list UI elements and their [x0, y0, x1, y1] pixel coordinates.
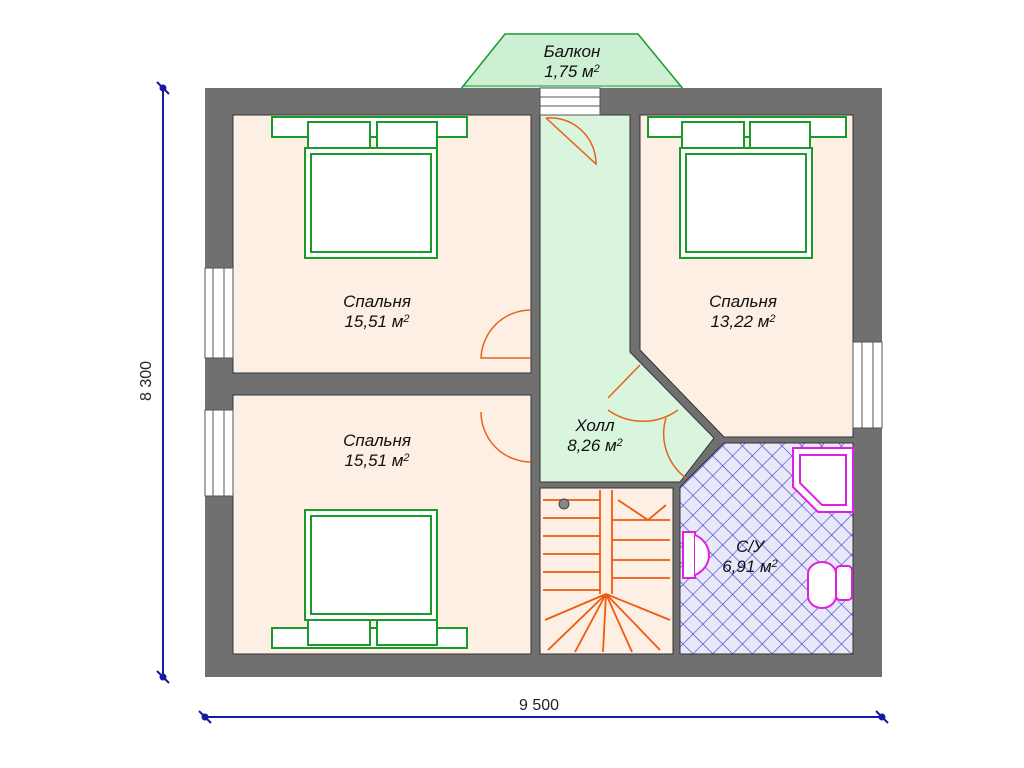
bed-bottom-left — [271, 509, 468, 649]
bedroom-top-right-area: 13,22 м2 — [710, 312, 776, 331]
bed-top-right — [647, 116, 847, 259]
label-hall: Холл 8,26 м2 — [552, 416, 638, 456]
hall-name: Холл — [575, 416, 615, 435]
bedroom-bottom-left-area: 15,51 м2 — [344, 451, 410, 470]
room-hall — [539, 114, 715, 483]
label-bedroom-top-left: Спальня 15,51 м2 — [322, 292, 432, 332]
bedroom-top-left-name: Спальня — [343, 292, 411, 311]
bath-fixtures — [682, 447, 854, 609]
label-bathroom: С/У 6,91 м2 — [707, 537, 793, 577]
balcony-name: Балкон — [543, 42, 601, 61]
bedroom-top-left-area: 15,51 м2 — [344, 312, 410, 331]
label-bedroom-top-right: Спальня 13,22 м2 — [688, 292, 798, 332]
windows — [204, 87, 883, 497]
bedroom-top-right-name: Спальня — [709, 292, 777, 311]
sink — [682, 531, 696, 579]
bed-top-left — [271, 116, 468, 259]
bathroom-name: С/У — [736, 537, 764, 556]
hall-area: 8,26 м2 — [567, 436, 623, 455]
dimension-height-label: 8 300 — [138, 360, 156, 402]
dimension-width-label: 9 500 — [519, 697, 560, 714]
balcony-area: 1,75 м2 — [544, 62, 600, 81]
stair-post — [558, 498, 570, 510]
stairs-steps — [543, 490, 671, 653]
label-balcony: Балкон 1,75 м2 — [524, 42, 620, 82]
toilet — [807, 561, 837, 609]
bedroom-bottom-left-name: Спальня — [343, 431, 411, 450]
bathroom-area: 6,91 м2 — [722, 557, 778, 576]
dimension-width — [198, 710, 889, 724]
dimension-height — [156, 81, 170, 684]
doors — [480, 117, 687, 479]
label-bedroom-bottom-left: Спальня 15,51 м2 — [322, 431, 432, 471]
staircase — [539, 487, 674, 655]
